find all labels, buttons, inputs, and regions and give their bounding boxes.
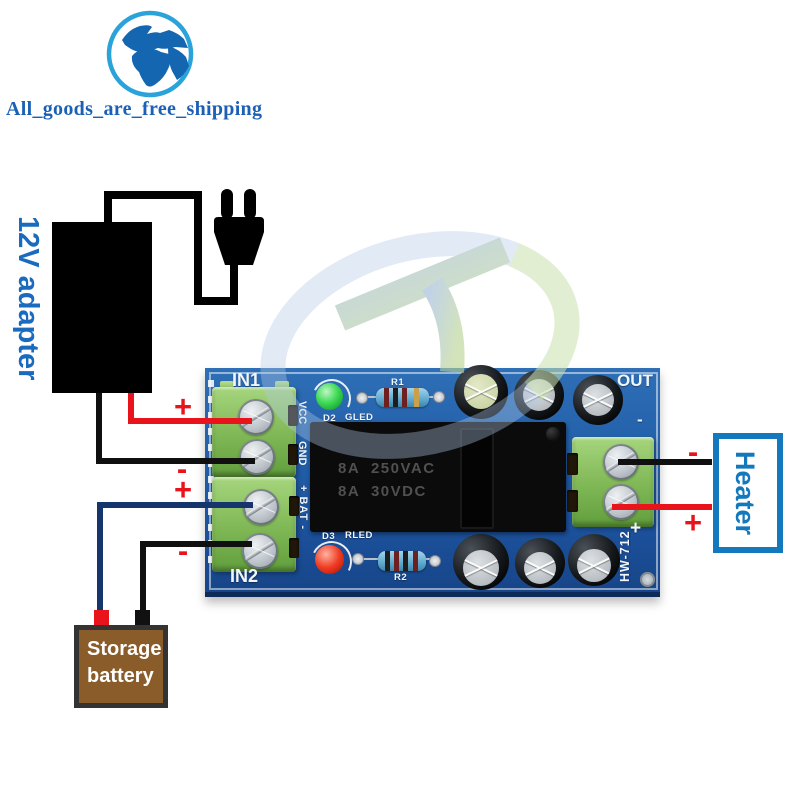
capacitor	[514, 370, 564, 420]
screw-in1-minus	[239, 439, 275, 475]
capacitor	[573, 375, 623, 425]
relay: 8A 250VAC 8A 30VDC	[310, 422, 566, 532]
pcb-label-r2: R2	[394, 572, 408, 583]
screw-bat-minus	[242, 533, 278, 569]
terminal-tab	[220, 381, 234, 390]
resistor-r2	[378, 551, 426, 571]
resistor-r1	[376, 388, 429, 407]
pcb-label-in2: IN2	[230, 566, 259, 586]
relay-slot	[460, 428, 494, 529]
wire-entry-slot	[288, 405, 298, 426]
pcb-label-out: OUT	[617, 371, 653, 390]
pcb-label-d3: D3	[322, 531, 336, 542]
pcb-label-bat: + BAT -	[297, 485, 309, 530]
terminal-tab	[275, 381, 289, 390]
wire-entry-slot	[289, 538, 299, 558]
pcb-label-model: HW-712	[618, 530, 632, 582]
red-led	[315, 545, 344, 574]
pcb-label-out-plus: +	[630, 518, 642, 539]
green-led	[316, 383, 343, 410]
adapter-plus-label: +	[173, 389, 193, 424]
adapter-label: 12V adapter	[12, 216, 44, 381]
relay-rating-line2: 8A 30VDC	[338, 483, 427, 500]
battery-box: Storage battery	[74, 625, 168, 708]
pcb-label-vcc: VCC	[296, 401, 308, 425]
pcb-label-gnd: GND	[296, 441, 308, 466]
screw-out-plus	[603, 484, 639, 520]
solder-pad	[433, 391, 445, 403]
battery-terminal-negative	[135, 610, 150, 627]
capacitor	[515, 538, 565, 588]
capacitor	[454, 365, 508, 419]
adapter-minus-label: -	[176, 451, 188, 486]
battery-minus-label: -	[177, 533, 189, 568]
relay-rivet	[546, 427, 560, 441]
screw-in1-plus	[238, 399, 274, 435]
capacitor	[453, 534, 509, 590]
adapter-box	[52, 222, 152, 393]
capacitor	[568, 534, 620, 586]
wire-entry-slot	[289, 496, 299, 516]
heater-plus-label: +	[683, 505, 703, 540]
pcb-label-rled: RLED	[345, 530, 373, 541]
wire-entry-slot	[567, 453, 578, 475]
screw-out-minus	[603, 444, 639, 480]
globe-icon	[106, 10, 194, 98]
logo-shipping-text: All_goods_are_free_shipping	[6, 98, 263, 120]
solder-pad	[356, 392, 368, 404]
solder-pad	[429, 555, 441, 567]
battery-terminal-positive	[94, 610, 109, 627]
pcb-label-out-minus: -	[637, 410, 643, 429]
battery-plus-label: +	[173, 472, 193, 507]
relay-rating-line1: 8A 250VAC	[338, 460, 436, 477]
wire-entry-slot	[567, 490, 578, 512]
pcb-label-gled: GLED	[345, 412, 374, 423]
pcb-board: IN1 IN2 OUT - + VCC GND + BAT - HW-712 D…	[205, 365, 660, 597]
heater-minus-label: -	[687, 434, 699, 469]
mounting-hole	[640, 572, 655, 587]
heater-label: Heater	[730, 450, 760, 536]
power-plug-icon	[214, 189, 264, 265]
pcb-label-r1: R1	[391, 377, 405, 388]
screw-bat-plus	[243, 489, 279, 525]
pcb-label-in1: IN1	[232, 370, 261, 390]
wire-entry-slot	[288, 444, 298, 465]
solder-pad	[352, 553, 364, 565]
heater-box	[713, 433, 783, 553]
silkscreen-edge-marks	[208, 380, 214, 570]
pcb-label-d2: D2	[323, 413, 337, 424]
